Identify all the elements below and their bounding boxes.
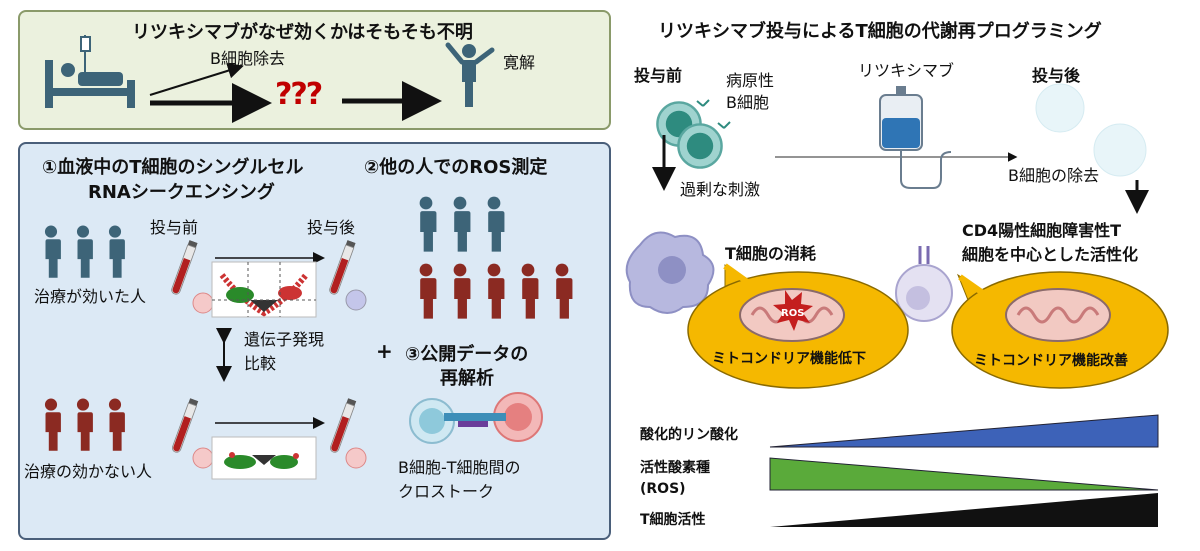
b-cell-removed-label: B細胞の除去 (1008, 166, 1099, 185)
cheering-person-icon (445, 42, 495, 107)
top-panel (18, 10, 611, 130)
b-cell-removal-label: B細胞除去 (210, 49, 285, 68)
b-cell-icon (677, 123, 723, 169)
top-title: リツキシマブがなぜ効くかはそもそも不明 (132, 22, 473, 43)
crosstalk-line2: クロストーク (398, 482, 495, 501)
plus-sign: + (376, 339, 393, 363)
ros-label-line2: (ROS) (640, 481, 686, 497)
patient-bed-icon (45, 35, 135, 108)
step1-title-line1: ①血液中のT細胞のシングルセル (42, 157, 304, 178)
ros-measure-people-red (417, 263, 573, 319)
right-title: リツキシマブ投与によるT細胞の代謝再プログラミング (658, 21, 1102, 42)
cell-icon (345, 447, 367, 469)
question-marks: ??? (275, 77, 323, 112)
step2-title: ②他の人でのROS測定 (364, 157, 548, 178)
rituximab-label: リツキシマブ (858, 61, 955, 80)
volcano-plot-icon (211, 436, 317, 480)
after-label: 投与後 (307, 218, 356, 237)
gene-compare-line1: 遺伝子発現 (244, 330, 325, 349)
active-t-cell-icon (895, 246, 953, 322)
exhausted-t-cell-icon (625, 231, 715, 314)
mitochondria-healthy-icon (1005, 288, 1111, 342)
arrow-to-bcell-removal (149, 62, 244, 96)
pathogenic-line1: 病原性 (726, 71, 775, 90)
oxphos-wedge (769, 414, 1159, 448)
before-label: 投与前 (150, 218, 199, 237)
blood-tube-icon (327, 239, 357, 296)
ros-label-line1: 活性酸素種 (640, 460, 710, 476)
non-responder-people (43, 398, 125, 451)
step3-title-line2: 再解析 (440, 368, 494, 389)
excess-stim-label: 過剰な刺激 (680, 180, 761, 199)
mitochondria-damaged-icon (739, 288, 845, 342)
oxphos-label: 酸化的リン酸化 (640, 427, 738, 443)
mito-up-label: ミトコンドリア機能改善 (974, 353, 1128, 369)
cd4-line1: CD4陽性細胞障害性T (962, 221, 1122, 240)
ros-measure-people-blue (417, 196, 505, 252)
cell-crosstalk-icon (409, 392, 543, 444)
cell-icon (192, 292, 214, 314)
responders-label: 治療が効いた人 (34, 287, 147, 306)
faded-b-cells-icon (1035, 83, 1147, 177)
ros-wedge (769, 457, 1159, 491)
cd4-line2: 細胞を中心とした活性化 (962, 245, 1139, 264)
t-activity-wedge (770, 493, 1158, 527)
blood-tube-icon (170, 397, 199, 454)
right-after-label: 投与後 (1032, 66, 1081, 85)
crosstalk-line1: B細胞-T細胞間の (398, 458, 521, 477)
blood-tube-icon (328, 397, 357, 454)
pathogenic-line2: B細胞 (726, 93, 769, 112)
responder-people (43, 225, 125, 278)
non-responders-label: 治療の効かない人 (24, 462, 153, 481)
volcano-plot-icon (211, 261, 317, 318)
remission-label: 寛解 (503, 53, 536, 72)
iv-bag-icon (879, 86, 952, 189)
blood-tube-icon (169, 239, 199, 296)
t-activity-label: T細胞活性 (640, 512, 706, 528)
mito-down-label: ミトコンドリア機能低下 (712, 351, 866, 367)
ros-mark-label: ROS (781, 308, 805, 319)
right-before-label: 投与前 (634, 66, 683, 85)
step3-title-line1: ③公開データの (405, 344, 529, 365)
gene-compare-line2: 比較 (244, 354, 277, 373)
exhaustion-label: T細胞の消耗 (725, 244, 816, 263)
cell-icon (192, 447, 214, 469)
cell-icon (345, 289, 367, 311)
step1-title-line2: RNAシークエンシング (88, 182, 275, 203)
